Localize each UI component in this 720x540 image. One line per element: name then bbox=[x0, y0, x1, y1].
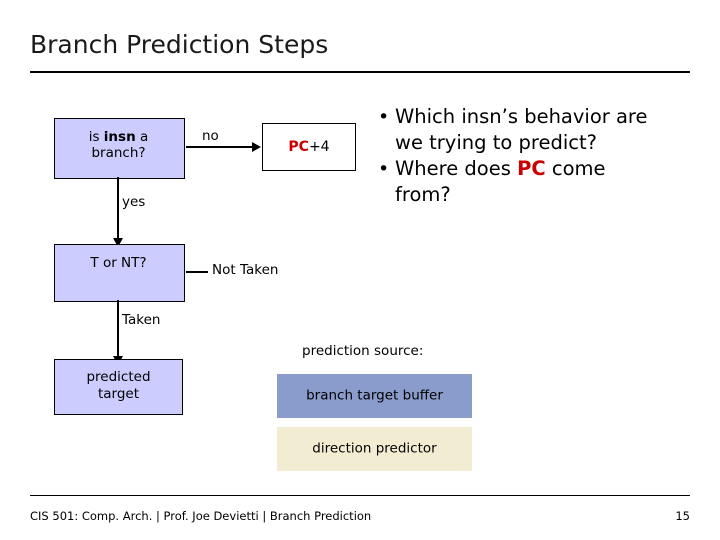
arrow-no-head bbox=[252, 142, 261, 152]
pc-plus-4-label: PC+4 bbox=[262, 139, 356, 156]
direction-predictor-box: direction predictor bbox=[277, 427, 472, 471]
predicted-target-line1: predicted bbox=[86, 369, 151, 385]
decision-is-branch-line1-post: a bbox=[135, 129, 149, 145]
predicted-target-box bbox=[54, 359, 183, 415]
bullet-item-2: Where does PC come from? bbox=[378, 156, 700, 208]
decision-is-branch-label: is insn a branch? bbox=[54, 129, 183, 161]
prediction-source-label: prediction source: bbox=[302, 343, 424, 359]
bullet-1-line-1: Which insn’s behavior are bbox=[395, 105, 648, 128]
pc-plus-4-box bbox=[262, 123, 356, 171]
bullet-2-line-1-post: come bbox=[545, 157, 606, 180]
edge-label-no: no bbox=[202, 128, 219, 144]
arrow-not-taken-line bbox=[186, 271, 208, 273]
predicted-target-label: predicted target bbox=[54, 369, 183, 403]
decision-is-branch-shape bbox=[54, 118, 185, 179]
direction-predictor-label: direction predictor bbox=[312, 440, 437, 457]
edge-label-not-taken: Not Taken bbox=[212, 262, 279, 278]
title-divider bbox=[30, 71, 690, 73]
decision-t-or-nt-label: T or NT? bbox=[90, 255, 147, 271]
edge-label-yes: yes bbox=[122, 194, 146, 210]
footer-text: CIS 501: Comp. Arch. | Prof. Joe Deviett… bbox=[30, 509, 372, 523]
bullet-item-1: Which insn’s behavior are we trying to p… bbox=[378, 104, 700, 156]
arrow-no-line bbox=[186, 146, 254, 148]
bullet-2-pc-token: PC bbox=[517, 157, 546, 180]
branch-target-buffer-box: branch target buffer bbox=[277, 374, 472, 418]
bullet-1-line-2: we trying to predict? bbox=[395, 131, 597, 154]
decision-is-branch-line1-pre: is bbox=[88, 129, 104, 145]
bullet-list: Which insn’s behavior are we trying to p… bbox=[378, 104, 700, 208]
decision-is-branch-bold: insn bbox=[103, 129, 136, 145]
bullet-2-line-2: from? bbox=[395, 183, 451, 206]
footer-divider bbox=[30, 495, 690, 496]
pc-token: PC bbox=[288, 139, 309, 155]
page-title: Branch Prediction Steps bbox=[30, 30, 329, 59]
arrow-taken-line bbox=[117, 300, 119, 358]
decision-is-branch-line2: branch? bbox=[91, 145, 146, 161]
decision-t-or-nt-shape bbox=[54, 244, 185, 302]
pc-plus-token: +4 bbox=[308, 139, 330, 155]
bullet-2-line-1-pre: Where does bbox=[395, 157, 518, 180]
predicted-target-line2: target bbox=[97, 386, 140, 402]
arrow-yes-line bbox=[117, 177, 119, 240]
arrow-yes-head bbox=[113, 238, 123, 247]
edge-label-taken: Taken bbox=[122, 312, 161, 328]
branch-target-buffer-label: branch target buffer bbox=[306, 387, 443, 404]
footer-page-number: 15 bbox=[675, 509, 690, 523]
